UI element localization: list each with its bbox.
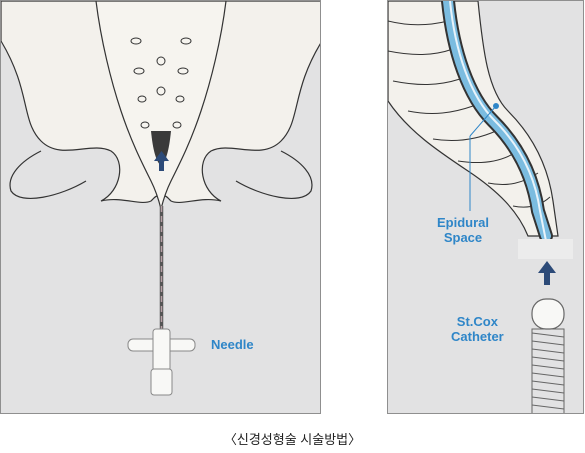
catheter-arrow <box>538 261 556 285</box>
catheter-label-line2: Catheter <box>451 329 504 344</box>
sacrum-illustration-panel: Needle <box>0 0 321 414</box>
epidural-space <box>443 1 551 241</box>
spine-section-panel: Epidural Space St.Cox Catheter <box>387 0 584 414</box>
catheter-label: St.Cox Catheter <box>451 314 504 344</box>
sacral-foramina <box>130 37 192 129</box>
sacrum-illustration <box>1 1 320 396</box>
spine-section-illustration <box>388 1 573 413</box>
epidural-label-line2: Space <box>443 230 483 245</box>
epidural-space-label: Epidural Space <box>437 215 489 245</box>
vertebral-column <box>388 1 559 237</box>
needle-label: Needle <box>211 337 254 352</box>
iliac-wing-left <box>9 150 87 199</box>
epidural-label-line1: Epidural <box>437 215 490 230</box>
epidural-leader-line <box>469 105 497 137</box>
catheter-path <box>449 1 547 242</box>
hiatus-region <box>518 239 573 259</box>
iliac-wing-right <box>235 150 313 199</box>
figure-caption: 〈신경성형술 시술방법〉 <box>223 432 362 447</box>
catheter-label-line1: St.Cox <box>456 314 498 329</box>
catheter-coil <box>531 298 565 413</box>
needle-hub <box>127 328 196 396</box>
insertion-arrow <box>154 151 169 171</box>
